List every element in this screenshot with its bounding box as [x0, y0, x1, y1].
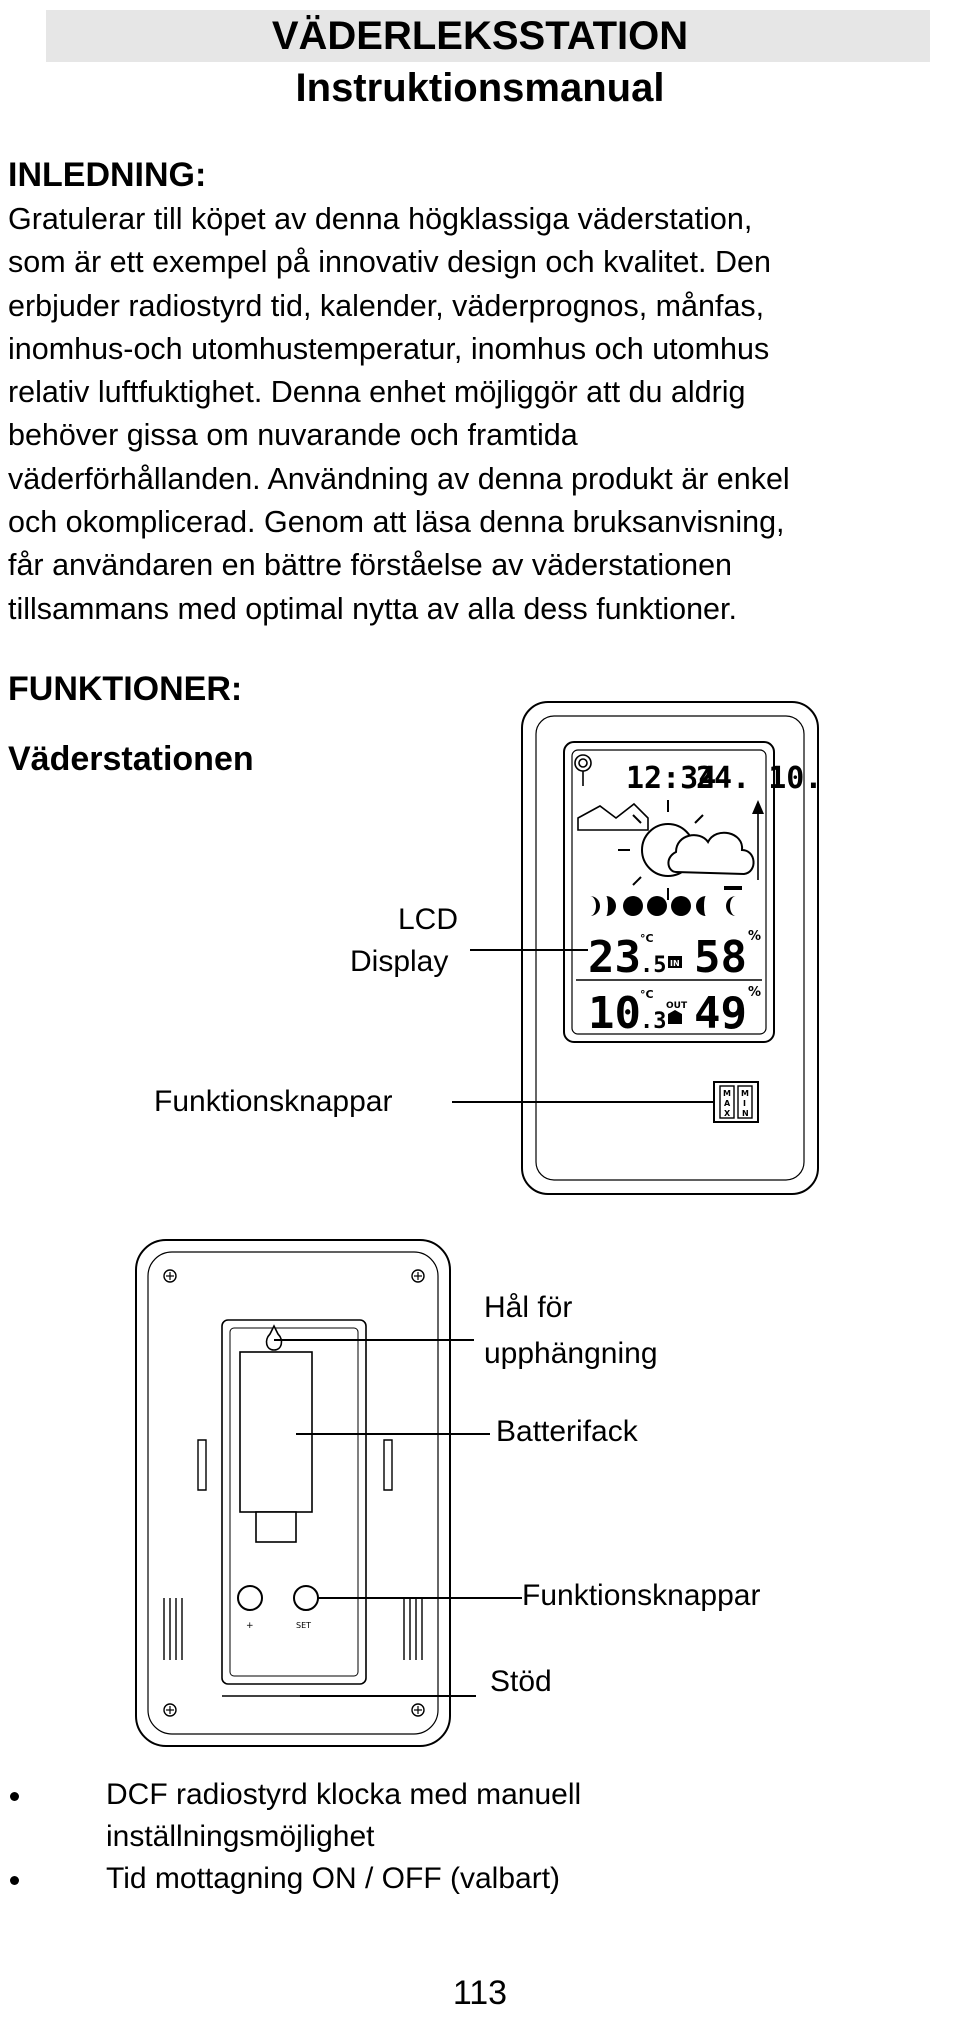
set-button-label: SET — [296, 1621, 311, 1630]
page-subtitle: Instruktionsmanual — [295, 66, 665, 110]
min-button-letter: N — [742, 1109, 749, 1118]
min-button-letter: M — [741, 1089, 749, 1098]
set-button[interactable] — [293, 1585, 319, 1611]
lcd-outdoor-temp-unit: °C — [640, 988, 654, 1001]
plus-button-label: + — [246, 1621, 254, 1631]
stand-label: Stöd — [490, 1665, 552, 1698]
lcd-indoor-temp-unit: °C — [640, 932, 654, 945]
moon-phase-icon — [590, 886, 742, 916]
lcd-indoor-temperature: 23 — [588, 932, 641, 983]
lcd-indoor-humidity: 58 — [694, 932, 747, 983]
intro-line: som är ett exempel på innovativ design o… — [8, 245, 771, 280]
bullet-item-line: DCF radiostyrd klocka med manuell — [106, 1778, 582, 1811]
back-view: + SET — [135, 1239, 522, 1747]
bullet-icon — [10, 1792, 19, 1801]
hanging-hole-label-line2: upphängning — [484, 1337, 658, 1370]
max-min-buttons: M A X M I N — [713, 1081, 759, 1123]
antenna-icon — [574, 754, 592, 786]
vent-slots — [163, 1598, 423, 1660]
plus-button[interactable] — [237, 1585, 263, 1611]
lcd-outdoor-humidity: 49 — [694, 988, 747, 1039]
bullet-item-line: inställningsmöjlighet — [106, 1820, 375, 1853]
outdoor-house-icon — [668, 1010, 682, 1024]
intro-line: inomhus-och utomhustemperatur, inomhus o… — [8, 331, 770, 366]
title-band — [46, 10, 930, 62]
intro-line: erbjuder radiostyrd tid, kalender, väder… — [8, 288, 765, 323]
bullet-icon — [10, 1876, 19, 1885]
max-button[interactable] — [719, 1085, 735, 1119]
lcd-out-tag: OUT — [666, 1001, 688, 1011]
intro-line: Gratulerar till köpet av denna högklassi… — [8, 202, 753, 236]
page-number: 113 — [452, 1974, 508, 2012]
bullet-item-line: Tid mottagning ON / OFF (valbart) — [106, 1862, 561, 1895]
front-buttons-label: Funktionsknappar — [154, 1085, 393, 1118]
lcd-date: 24. 10. — [696, 761, 822, 796]
lcd-indoor-temperature-decimal: .5 — [640, 953, 667, 978]
lcd-label-line2: Display — [350, 945, 449, 978]
battery-compartment-label: Batterifack — [496, 1415, 638, 1448]
page-title: VÄDERLEKSSTATION — [271, 14, 689, 58]
intro-line: och okomplicerad. Genom att läsa denna b… — [8, 505, 785, 540]
min-button[interactable] — [737, 1085, 753, 1119]
intro-line: tillsammans med optimal nytta av alla de… — [8, 591, 737, 626]
intro-line: relativ luftfuktighet. Denna enhet möjli… — [8, 375, 746, 410]
intro-heading: INLEDNING: — [8, 156, 207, 194]
intro-line: får användaren en bättre förståelse av v… — [8, 548, 732, 583]
min-button-letter: I — [743, 1099, 746, 1108]
intro-line: väderförhållanden. Användning av denna p… — [8, 461, 790, 496]
lcd-outdoor-temperature: 10 — [588, 988, 641, 1039]
lcd-outdoor-temperature-decimal: .3 — [640, 1009, 667, 1034]
weather-forecast-icon — [577, 800, 764, 900]
features-subheading: Väderstationen — [8, 740, 254, 778]
back-buttons-label: Funktionsknappar — [522, 1579, 761, 1612]
features-heading: FUNKTIONER: — [8, 670, 243, 708]
lcd-indoor-humidity-unit: % — [748, 929, 761, 944]
lcd-time: 12:34 — [626, 761, 716, 796]
hanging-hole-label-line1: Hål för — [484, 1291, 573, 1324]
intro-paragraph: Gratulerar till köpet av denna högklassi… — [8, 198, 960, 631]
lcd-in-tag: IN — [670, 959, 680, 968]
indoor-house-icon — [668, 956, 682, 968]
lcd-label-line1: LCD — [398, 903, 459, 936]
intro-line: behöver gissa om nuvarande och framtida — [8, 418, 578, 453]
front-view: 12:34 24. 10. — [452, 701, 822, 1195]
lcd-outdoor-humidity-unit: % — [748, 985, 761, 1000]
max-button-letter: X — [724, 1109, 731, 1118]
battery-compartment[interactable] — [239, 1351, 313, 1513]
hanging-hole-icon — [265, 1324, 283, 1351]
max-button-letter: A — [724, 1099, 731, 1108]
max-button-letter: M — [723, 1089, 731, 1098]
